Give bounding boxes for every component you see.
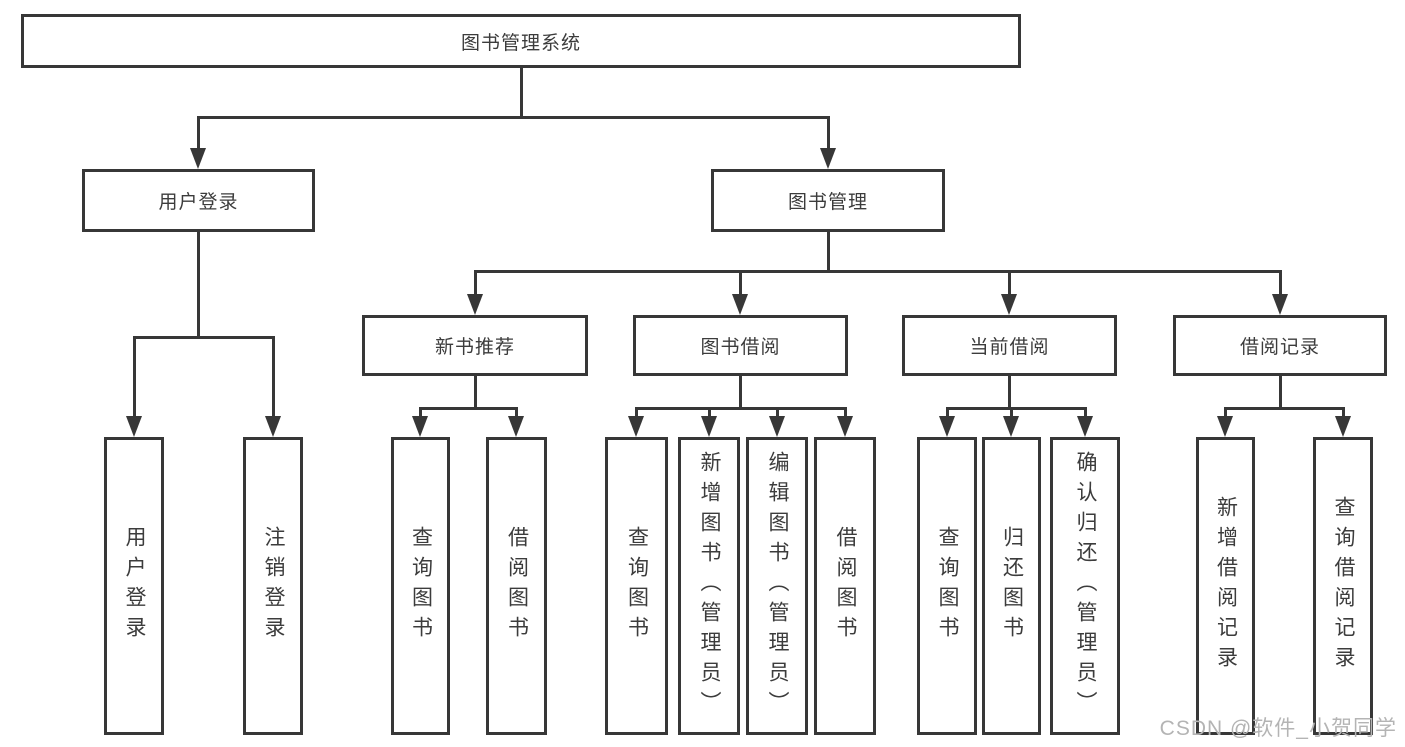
connector-segment: [827, 117, 830, 150]
arrow-down-icon: [508, 416, 524, 437]
connector-segment: [708, 408, 711, 418]
node-g3-confirm-return: 确认归还（管理员）: [1050, 437, 1120, 735]
node-g2-edit-books: 编辑图书（管理员）: [746, 437, 808, 735]
connector-segment: [272, 337, 275, 418]
connector-segment: [474, 271, 477, 296]
node-user-login: 用户登录: [82, 169, 315, 232]
connector-segment: [1224, 407, 1345, 410]
connector-segment: [197, 117, 200, 150]
connector-segment: [133, 337, 136, 418]
connector-segment: [776, 408, 779, 418]
arrow-down-icon: [1335, 416, 1351, 437]
connector-segment: [1279, 376, 1282, 410]
connector-segment: [1008, 271, 1011, 296]
connector-segment: [520, 68, 523, 119]
arrow-down-icon: [1001, 294, 1017, 315]
connector-segment: [1342, 408, 1345, 418]
node-g4-add-record: 新增借阅记录: [1196, 437, 1255, 735]
arrow-down-icon: [837, 416, 853, 437]
connector-segment: [474, 376, 477, 410]
connector-segment: [946, 408, 949, 418]
arrow-down-icon: [412, 416, 428, 437]
node-g2-query-books: 查询图书: [605, 437, 668, 735]
arrow-down-icon: [1077, 416, 1093, 437]
node-book-management: 图书管理: [711, 169, 945, 232]
connector-segment: [474, 270, 1282, 273]
arrow-down-icon: [701, 416, 717, 437]
connector-segment: [739, 376, 742, 410]
node-current-borrow: 当前借阅: [902, 315, 1117, 376]
connector-segment: [1084, 408, 1087, 418]
arrow-down-icon: [265, 416, 281, 437]
connector-segment: [1224, 408, 1227, 418]
arrow-down-icon: [628, 416, 644, 437]
node-book-borrow: 图书借阅: [633, 315, 848, 376]
node-g4-query-record: 查询借阅记录: [1313, 437, 1373, 735]
arrow-down-icon: [769, 416, 785, 437]
node-leaf-logout: 注销登录: [243, 437, 303, 735]
connector-segment: [827, 232, 830, 273]
arrow-down-icon: [1272, 294, 1288, 315]
node-g1-borrow-books: 借阅图书: [486, 437, 547, 735]
connector-segment: [133, 336, 275, 339]
arrow-down-icon: [126, 416, 142, 437]
connector-segment: [197, 116, 830, 119]
connector-segment: [1008, 376, 1011, 410]
node-borrow-records: 借阅记录: [1173, 315, 1387, 376]
node-new-book-recommend: 新书推荐: [362, 315, 588, 376]
node-g2-add-books: 新增图书（管理员）: [678, 437, 740, 735]
connector-segment: [419, 408, 422, 418]
node-g3-query-books: 查询图书: [917, 437, 977, 735]
connector-segment: [946, 407, 1087, 410]
node-g2-borrow-books: 借阅图书: [814, 437, 876, 735]
connector-segment: [515, 408, 518, 418]
connector-segment: [1010, 408, 1013, 418]
arrow-down-icon: [1003, 416, 1019, 437]
connector-segment: [739, 271, 742, 296]
node-root: 图书管理系统: [21, 14, 1021, 68]
node-leaf-user-login: 用户登录: [104, 437, 164, 735]
connector-segment: [635, 407, 847, 410]
node-g1-query-books: 查询图书: [391, 437, 450, 735]
arrow-down-icon: [467, 294, 483, 315]
arrow-down-icon: [732, 294, 748, 315]
connector-segment: [419, 407, 518, 410]
arrow-down-icon: [939, 416, 955, 437]
node-g3-return-books: 归还图书: [982, 437, 1041, 735]
arrow-down-icon: [190, 148, 206, 169]
connector-segment: [197, 232, 200, 339]
arrow-down-icon: [820, 148, 836, 169]
connector-segment: [1279, 271, 1282, 296]
arrow-down-icon: [1217, 416, 1233, 437]
connector-segment: [635, 408, 638, 418]
connector-segment: [844, 408, 847, 418]
